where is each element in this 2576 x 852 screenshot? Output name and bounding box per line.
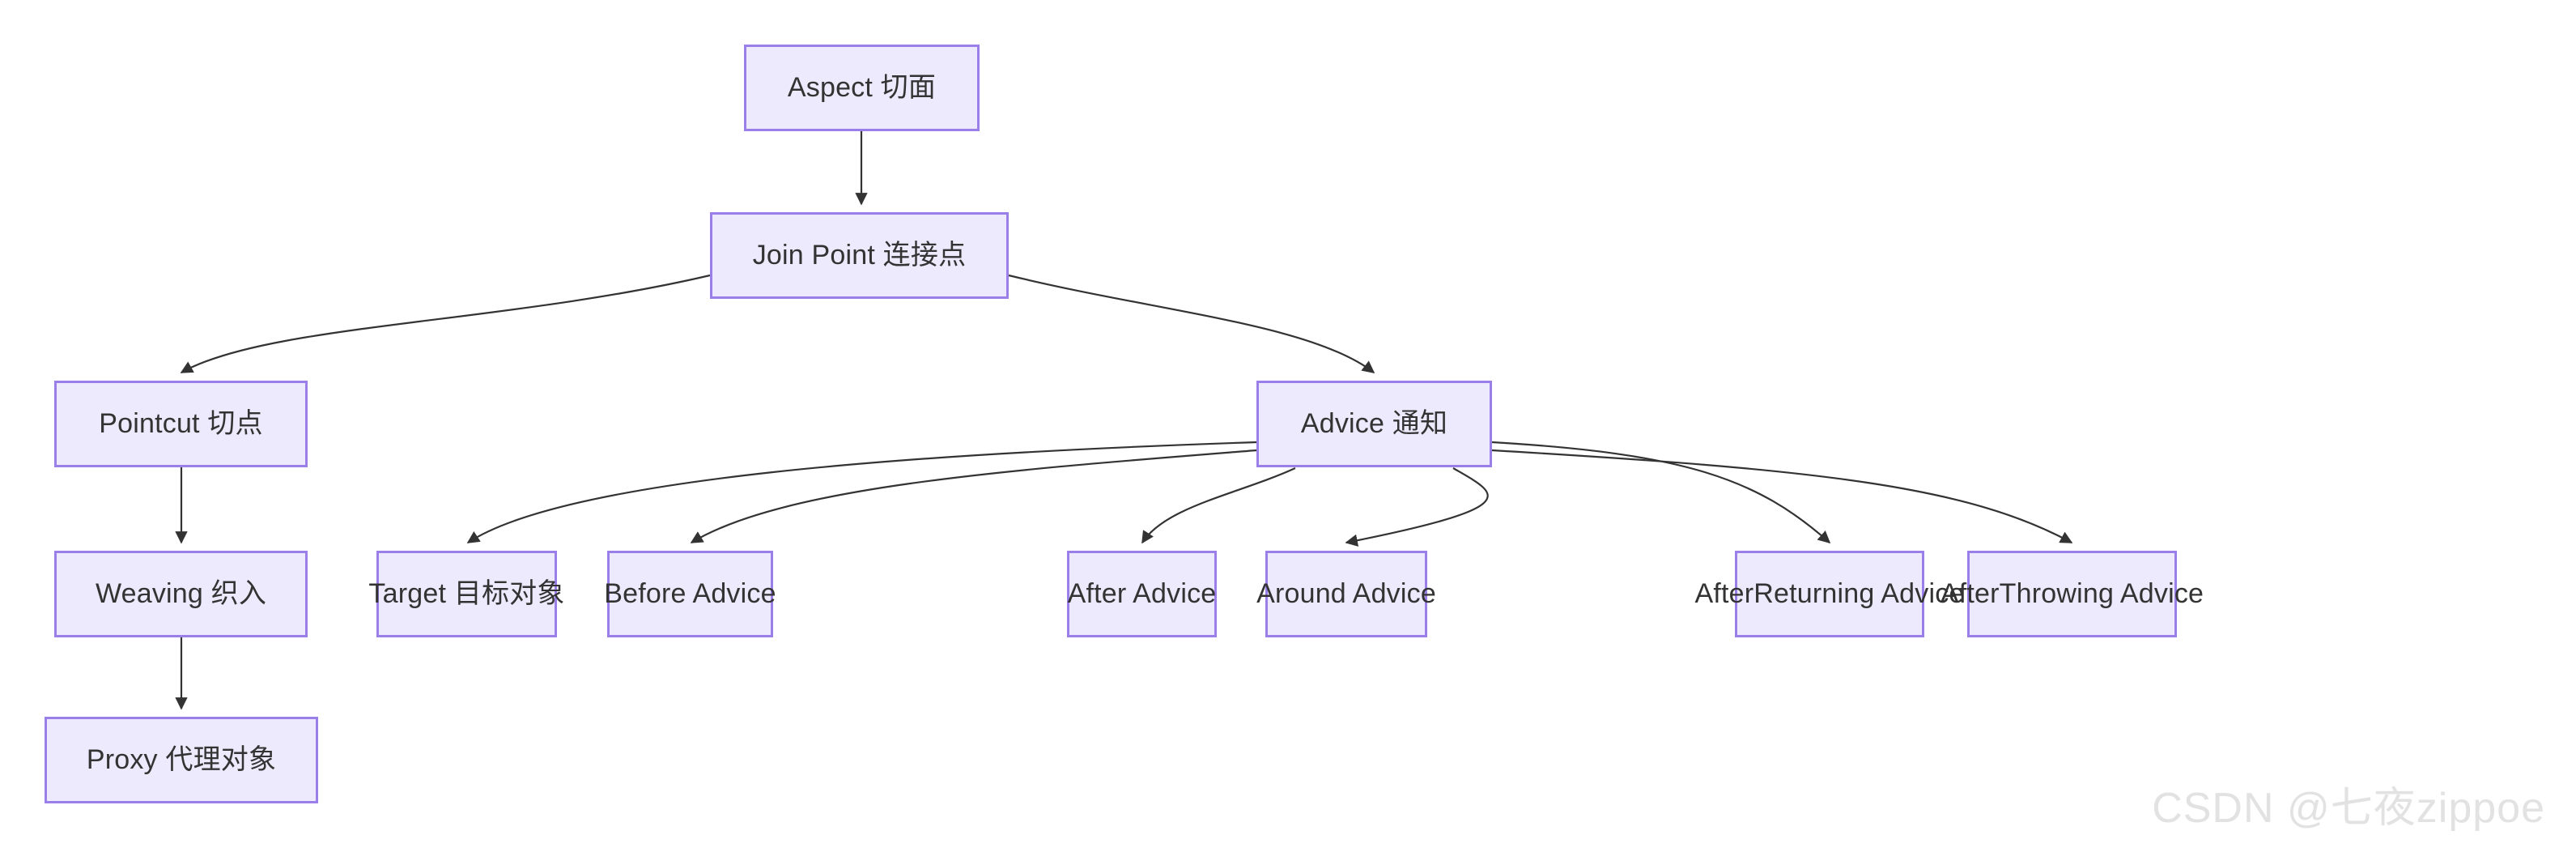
node-afterthrowing[interactable]: AfterThrowing Advice xyxy=(1941,551,2204,637)
edge-advice-to-target xyxy=(466,441,1257,543)
node-proxy[interactable]: Proxy 代理对象 xyxy=(45,717,318,803)
edge-joinpoint-to-pointcut xyxy=(180,274,711,373)
node-label-afterreturning: AfterReturning Advice xyxy=(1694,578,1965,610)
node-advice[interactable]: Advice 通知 xyxy=(1256,381,1492,467)
edge-advice-to-after xyxy=(1141,466,1296,544)
edge-advice-to-afterthrowing xyxy=(1491,449,2073,543)
node-weaving[interactable]: Weaving 织入 xyxy=(54,551,308,637)
watermark-text: CSDN @七夜zippoe xyxy=(2152,785,2545,832)
edge-advice-to-afterreturning xyxy=(1491,441,1831,544)
node-joinpoint[interactable]: Join Point 连接点 xyxy=(710,212,1009,299)
node-aspect[interactable]: Aspect 切面 xyxy=(744,45,980,131)
node-label-target: Target 目标对象 xyxy=(368,578,565,610)
node-label-pointcut: Pointcut 切点 xyxy=(99,408,263,440)
node-label-joinpoint: Join Point 连接点 xyxy=(752,240,967,271)
node-label-after: After Advice xyxy=(1067,578,1217,610)
node-before[interactable]: Before Advice xyxy=(604,551,776,637)
node-label-before: Before Advice xyxy=(604,578,776,610)
node-after[interactable]: After Advice xyxy=(1067,551,1217,637)
node-afterreturning[interactable]: AfterReturning Advice xyxy=(1694,551,1964,637)
node-label-aspect: Aspect 切面 xyxy=(787,72,937,104)
edge-advice-to-around xyxy=(1345,467,1489,547)
node-label-afterthrowing: AfterThrowing Advice xyxy=(1940,578,2204,610)
node-label-advice: Advice 通知 xyxy=(1300,408,1448,440)
node-pointcut[interactable]: Pointcut 切点 xyxy=(54,381,308,467)
node-target[interactable]: Target 目标对象 xyxy=(368,551,564,637)
node-label-around: Around Advice xyxy=(1256,578,1436,610)
edge-joinpoint-to-advice xyxy=(1008,274,1375,373)
node-label-weaving: Weaving 织入 xyxy=(95,578,267,610)
edge-advice-to-before xyxy=(690,449,1257,543)
node-around[interactable]: Around Advice xyxy=(1256,551,1436,637)
node-label-proxy: Proxy 代理对象 xyxy=(86,744,277,776)
